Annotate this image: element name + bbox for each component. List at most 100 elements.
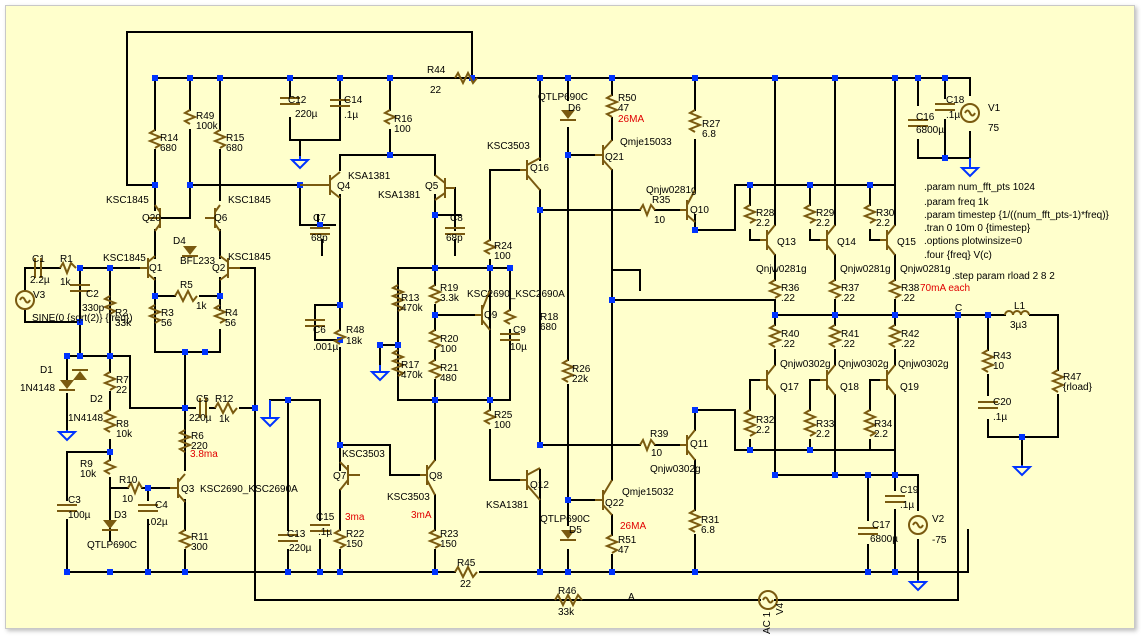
resistor-r11 xyxy=(177,529,193,549)
resistor-r42 xyxy=(887,324,903,348)
resistor-r4 xyxy=(212,304,228,324)
label: BFL233 xyxy=(180,256,215,267)
current-note: 3mA xyxy=(411,510,432,521)
label: R26 xyxy=(572,364,591,375)
transistor-q8 xyxy=(420,459,436,496)
label: Q11 xyxy=(690,439,709,450)
label: KSC2690_KSC2690A xyxy=(200,484,298,495)
label: Q19 xyxy=(900,382,919,393)
label: .001µ xyxy=(313,342,338,353)
label: C4 xyxy=(155,500,168,511)
label: QTLP690C xyxy=(87,540,137,551)
capacitor-c14 xyxy=(330,99,350,107)
transistor-q16 xyxy=(520,157,541,191)
resistor-r22 xyxy=(332,529,348,549)
label: R33 xyxy=(816,419,835,430)
label: V4 xyxy=(775,602,786,615)
label: C1 xyxy=(32,254,45,265)
label: 2.2µ xyxy=(30,275,50,286)
label: V3 xyxy=(33,290,46,301)
label: R29 xyxy=(816,208,835,219)
label: 680 xyxy=(540,322,557,333)
label: D3 xyxy=(114,510,127,521)
transistor-q11 xyxy=(680,429,696,461)
label: R43 xyxy=(993,351,1012,362)
resistor-r23 xyxy=(427,529,443,549)
transistor-q3 xyxy=(170,473,186,503)
label: R42 xyxy=(901,329,920,340)
label: V2 xyxy=(932,514,945,525)
label: .1µ xyxy=(993,412,1007,423)
label: .22 xyxy=(841,293,855,304)
label: 10µ xyxy=(510,342,527,353)
capacitor-c4 xyxy=(138,504,158,512)
resistor-r10 xyxy=(127,480,143,496)
label: QTLP690C xyxy=(540,514,590,525)
label: 2.2 xyxy=(876,218,890,229)
label: C9 xyxy=(513,325,526,336)
label: R32 xyxy=(756,415,775,426)
capacitor-c8 xyxy=(445,227,465,235)
label: R19 xyxy=(440,283,459,294)
label: R34 xyxy=(874,419,893,430)
ground-symbol xyxy=(959,158,981,178)
label: Qmje15032 xyxy=(622,487,674,498)
label: 2.2 xyxy=(816,429,830,440)
label: Q20 xyxy=(142,213,161,224)
label: C15 xyxy=(316,512,335,523)
label: 2.2 xyxy=(756,218,770,229)
label: D5 xyxy=(569,525,582,536)
label: Q15 xyxy=(897,237,916,248)
label: R8 xyxy=(116,419,129,430)
resistor-r27 xyxy=(687,109,703,133)
resistor-r39 xyxy=(639,437,656,453)
label: 56 xyxy=(161,318,173,329)
led-d6 xyxy=(560,110,576,121)
label: Q5 xyxy=(425,181,439,192)
label: R4 xyxy=(225,308,238,319)
led-d5 xyxy=(560,530,576,541)
label: R30 xyxy=(876,208,895,219)
label: Q4 xyxy=(337,181,351,192)
label: R36 xyxy=(781,283,800,294)
label: Q3 xyxy=(181,484,195,495)
capacitor-c19 xyxy=(885,495,905,503)
spice-directive: .param num_fft_pts 1024 xyxy=(924,182,1035,193)
current-note: 26MA xyxy=(620,521,646,532)
label: R27 xyxy=(702,119,721,130)
label: Qnjw0281g xyxy=(840,264,891,275)
label: R25 xyxy=(494,410,513,421)
label: R22 xyxy=(346,529,365,540)
label: 3µ3 xyxy=(1010,320,1027,331)
label: KSC3503 xyxy=(342,449,385,460)
label: 150 xyxy=(346,539,363,550)
spice-directives: .param num_fft_pts 1024 .param freq 1k .… xyxy=(924,182,1110,282)
label: C17 xyxy=(872,520,891,531)
label: KSC2690_KSC2690A xyxy=(467,289,565,300)
label: KSC1845 xyxy=(228,195,271,206)
resistor-r35 xyxy=(639,202,656,218)
label: Qmje15033 xyxy=(620,137,672,148)
transistor-q10 xyxy=(680,189,696,223)
label: KSA1381 xyxy=(486,500,529,511)
label: C16 xyxy=(916,112,935,123)
resistor-r38 xyxy=(887,279,903,299)
resistor-r44 xyxy=(454,70,478,86)
resistor-r33 xyxy=(802,409,818,437)
label: AC 1 xyxy=(762,611,773,634)
label: Qnjw0302g xyxy=(780,359,831,370)
label: 22 xyxy=(116,385,128,396)
capacitors xyxy=(34,97,998,542)
label: C2 xyxy=(86,289,99,300)
label: R28 xyxy=(756,208,775,219)
label: Q21 xyxy=(605,152,624,163)
label: 10k xyxy=(80,469,97,480)
label: .22 xyxy=(841,339,855,350)
label: R2 xyxy=(115,308,128,319)
transistor-q7 xyxy=(339,461,360,491)
label: 1k xyxy=(196,301,208,312)
resistor-r2 xyxy=(102,295,118,315)
label: R41 xyxy=(841,329,860,340)
label: 68p xyxy=(311,233,328,244)
